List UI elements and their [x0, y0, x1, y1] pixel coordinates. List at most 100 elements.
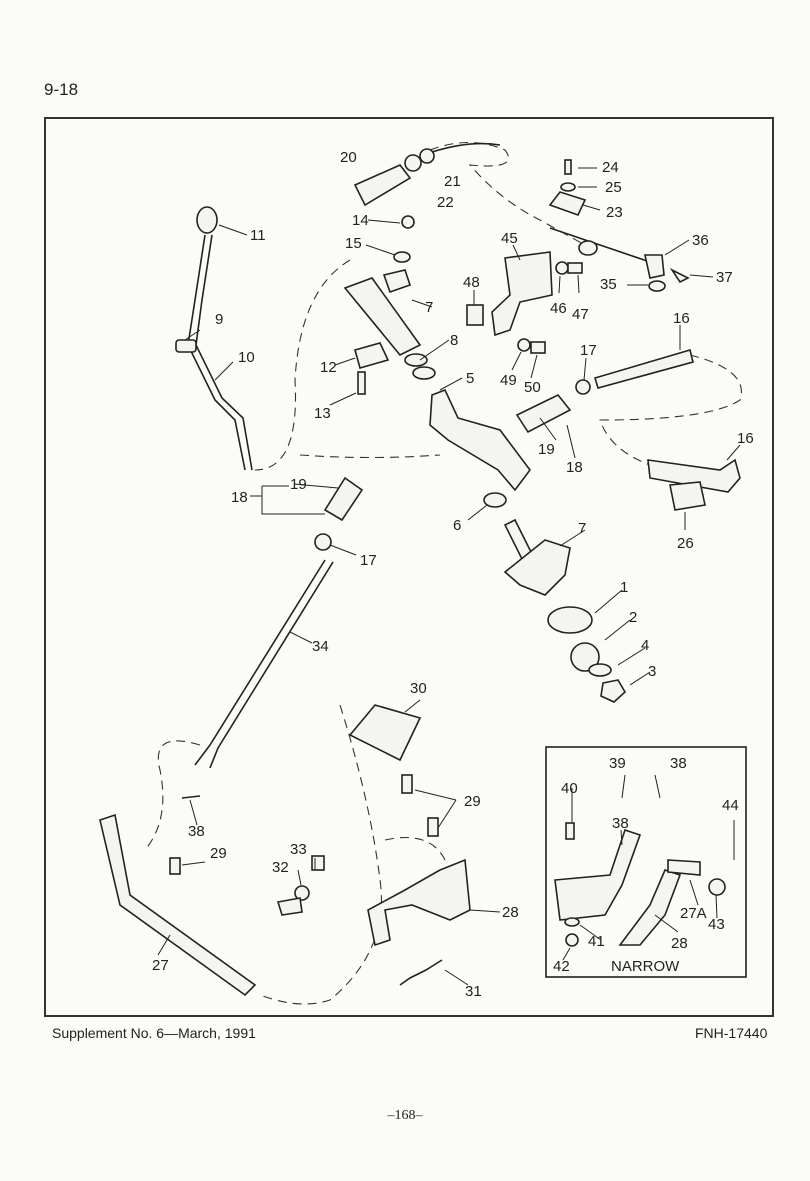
- swivel-36: [644, 254, 665, 279]
- bolt-13: [357, 371, 366, 395]
- cable-dash-left: [254, 259, 351, 471]
- clip-48: [466, 304, 484, 326]
- screw-24: [564, 159, 572, 175]
- callout-10: 10: [238, 349, 255, 366]
- callout-8: 8: [450, 332, 458, 349]
- leaders: [157, 167, 741, 986]
- inset-washer-43: [708, 878, 726, 896]
- link-dash-bottom: [259, 704, 382, 1005]
- link-dash-pedal: [384, 836, 446, 861]
- inset-bolt-40: [565, 822, 575, 840]
- plate-12: [354, 342, 390, 369]
- callout-13: 13: [314, 405, 331, 422]
- callout-31: 31: [465, 983, 482, 1000]
- callout-17-left: 17: [360, 552, 377, 569]
- callout-32: 32: [272, 859, 289, 876]
- washer-25: [560, 182, 576, 192]
- pin-29a: [401, 774, 413, 794]
- diagram-frame: [44, 117, 774, 1017]
- inset-nut-42: [565, 933, 579, 947]
- callout-3: 3: [648, 663, 656, 680]
- washer-35: [648, 280, 666, 292]
- grip-9: [175, 339, 197, 353]
- callout-26: 26: [677, 535, 694, 552]
- lever-27: [99, 813, 257, 997]
- washer-15: [393, 251, 411, 263]
- callout-38: 38: [188, 823, 205, 840]
- bolt-47: [567, 262, 583, 274]
- star-2: [570, 642, 600, 672]
- shift-arm-5: [429, 388, 531, 492]
- callout-48: 48: [463, 274, 480, 291]
- callout-25: 25: [605, 179, 622, 196]
- inset-shaft-27A: [667, 859, 701, 876]
- clip-26: [669, 481, 706, 511]
- callout-33: 33: [290, 841, 307, 858]
- callout-29-lower: 29: [210, 845, 227, 862]
- callout-34: 34: [312, 638, 329, 655]
- inset-callout-27A: 27A: [680, 905, 707, 922]
- bolt-50: [530, 341, 546, 354]
- callout-21: 21: [444, 173, 461, 190]
- callout-7-upper: 7: [425, 299, 433, 316]
- disc-1: [547, 606, 593, 634]
- pedal-arm-28: [367, 858, 471, 947]
- cable-end-20: [353, 164, 412, 207]
- callout-5: 5: [466, 370, 474, 387]
- callout-14: 14: [352, 212, 369, 229]
- callout-27: 27: [152, 957, 169, 974]
- washer-6: [483, 492, 507, 508]
- lever-10: [187, 234, 246, 471]
- callout-16-upper: 16: [673, 310, 690, 327]
- callout-22: 22: [437, 194, 454, 211]
- nut-21: [404, 154, 422, 172]
- callout-29-upper: 29: [464, 793, 481, 810]
- cable-36: [549, 227, 651, 263]
- rod-dash-lower: [144, 740, 201, 851]
- callout-18-right: 18: [566, 459, 583, 476]
- washer-8a: [404, 353, 428, 367]
- rod-end-18-right: [515, 394, 572, 434]
- clamp-23: [548, 191, 587, 216]
- washer-8b: [412, 366, 436, 380]
- callout-28: 28: [502, 904, 519, 921]
- callout-37: 37: [716, 269, 733, 286]
- inset-washer-41: [564, 917, 580, 927]
- callout-12: 12: [320, 359, 337, 376]
- callout-19-left: 19: [290, 476, 307, 493]
- callout-50: 50: [524, 379, 541, 396]
- inset-callout-43: 43: [708, 916, 725, 933]
- callout-47: 47: [572, 306, 589, 323]
- inset-caption: NARROW: [611, 958, 680, 975]
- clip-top: [382, 269, 412, 294]
- callout-6: 6: [453, 517, 461, 534]
- callout-45: 45: [501, 230, 518, 247]
- rod-34-b: [209, 561, 334, 769]
- bolt-33: [311, 855, 325, 871]
- inset-bracket: [554, 828, 642, 921]
- nut-14: [401, 215, 415, 229]
- cable-top: [431, 142, 501, 153]
- callout-7-lower: 7: [578, 520, 586, 537]
- callout-49: 49: [500, 372, 517, 389]
- callout-30: 30: [410, 680, 427, 697]
- gate-7: [503, 539, 571, 596]
- callout-2: 2: [629, 609, 637, 626]
- inset-callout-38a: 38: [670, 755, 687, 772]
- cable-dash-right: [599, 354, 742, 466]
- nut-46: [555, 261, 569, 275]
- tube-7-upper: [343, 277, 422, 357]
- section-number: 9-18: [44, 80, 79, 99]
- callout-35: 35: [600, 276, 617, 293]
- inset-callout-41: 41: [588, 933, 605, 950]
- cable-dash-top: [429, 142, 586, 246]
- callout-19-right: 19: [538, 441, 555, 458]
- lever-10-b: [195, 234, 253, 471]
- callout-18-left: 18: [231, 489, 248, 506]
- nut-49: [517, 338, 531, 352]
- bracket-45: [491, 251, 553, 337]
- pin-29c: [169, 857, 181, 875]
- rod-34: [194, 559, 326, 766]
- callout-1: 1: [620, 579, 628, 596]
